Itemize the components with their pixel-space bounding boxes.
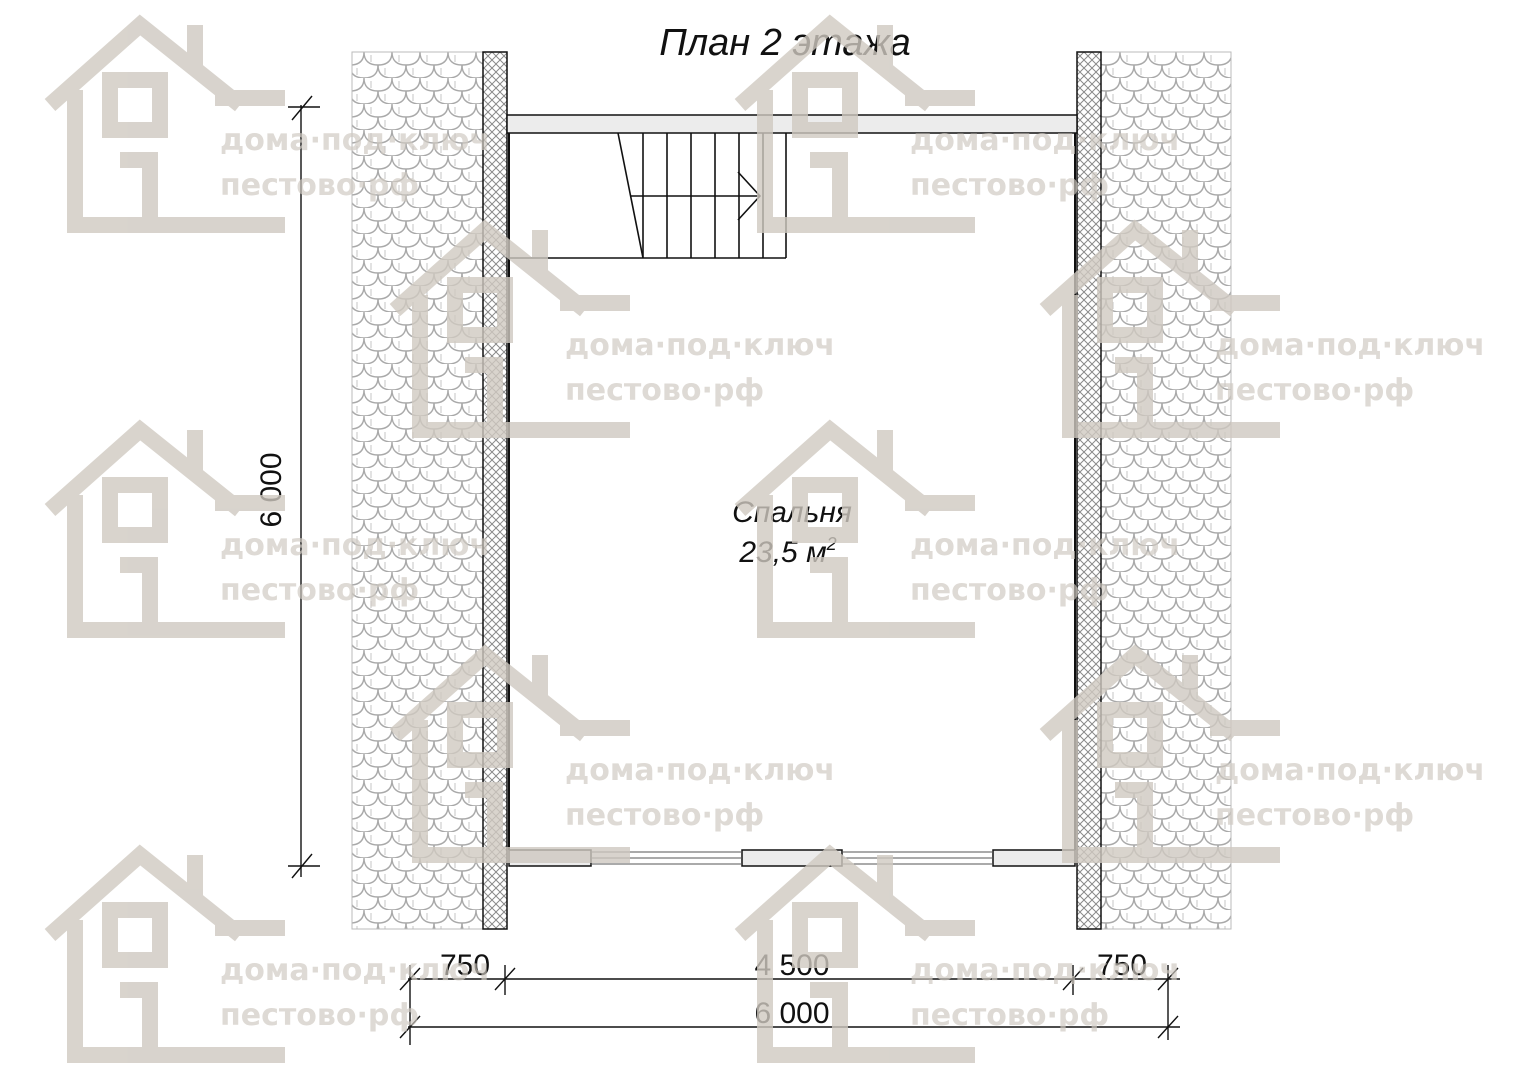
house-watermark-icon (1039, 219, 1280, 438)
watermark: дома·под·ключ пестово·рф (44, 419, 490, 638)
watermark-line1: дома·под·ключ (1215, 753, 1485, 788)
watermark-line2: пестово·рф (910, 998, 1109, 1033)
watermark-line2: пестово·рф (565, 373, 764, 408)
watermark-line1: дома·под·ключ (220, 123, 490, 158)
watermark: дома·под·ключ пестово·рф (44, 844, 490, 1063)
watermark-line2: пестово·рф (910, 573, 1109, 608)
width-dimension-lines (399, 965, 1180, 1045)
watermark: дома·под·ключ пестово·рф (44, 14, 490, 233)
house-watermark-icon (734, 419, 975, 638)
watermark-line2: пестово·рф (1215, 373, 1414, 408)
watermark: дома·под·ключ пестово·рф (1039, 219, 1485, 438)
right-wall (1076, 51, 1102, 930)
watermark-line2: пестово·рф (220, 573, 419, 608)
watermark-line1: дома·под·ключ (910, 528, 1180, 563)
watermarks: дома·под·ключ пестово·рф дома·под·ключ пест… (44, 14, 1485, 1063)
house-watermark-icon (1039, 644, 1280, 863)
watermark: дома·под·ключ пестово·рф (389, 219, 835, 438)
height-dimension: 6 000 (255, 452, 288, 527)
watermark: дома·под·ключ пестово·рф (1039, 644, 1485, 863)
watermark: дома·под·ключ пестово·рф (734, 844, 1180, 1063)
watermark-line1: дома·под·ключ (220, 528, 490, 563)
house-watermark-icon (44, 844, 285, 1063)
watermark-line2: пестово·рф (220, 998, 419, 1033)
house-watermark-icon (389, 644, 630, 863)
watermark-line2: пестово·рф (220, 168, 419, 203)
right-roof-dimension: 750 (1097, 949, 1147, 982)
house-watermark-icon (44, 419, 285, 638)
watermark-line2: пестово·рф (565, 798, 764, 833)
watermark-line2: пестово·рф (910, 168, 1109, 203)
watermark: дома·под·ключ пестово·рф (734, 14, 1180, 233)
watermark: дома·под·ключ пестово·рф (389, 644, 835, 863)
house-watermark-icon (734, 844, 975, 1063)
watermark-line1: дома·под·ключ (910, 953, 1180, 988)
watermark-line1: дома·под·ключ (1215, 328, 1485, 363)
house-watermark-icon (44, 14, 285, 233)
house-watermark-icon (389, 219, 630, 438)
staircase (509, 132, 787, 259)
window-right (842, 851, 993, 865)
left-roof-dimension: 750 (440, 949, 490, 982)
watermark-line1: дома·под·ключ (565, 328, 835, 363)
watermark: дома·под·ключ пестово·рф (734, 419, 1180, 638)
watermark-line2: пестово·рф (1215, 798, 1414, 833)
watermark-line1: дома·под·ключ (565, 753, 835, 788)
watermark-line1: дома·под·ключ (910, 123, 1180, 158)
height-dimension-line (288, 95, 320, 879)
watermark-line1: дома·под·ключ (220, 953, 490, 988)
house-watermark-icon (734, 14, 975, 233)
